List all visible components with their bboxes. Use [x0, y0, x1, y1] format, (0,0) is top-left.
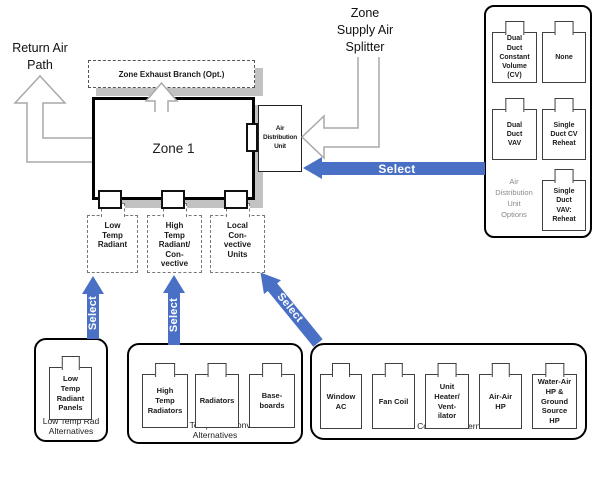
air-distribution-unit-label: Air Distribution Unit — [262, 125, 298, 150]
alt-low-temp-radiant-panels[interactable]: Low Temp Radiant Panels — [49, 367, 92, 420]
select-arrow-adu — [303, 157, 485, 179]
adu-options-palette: Dual Duct Constant Volume (CV) None Dual… — [484, 5, 592, 238]
select-arrow-local-conv-shape — [260, 272, 323, 347]
select-arrow-local-conv-label: Select — [274, 291, 305, 325]
alt-baseboards[interactable]: Base- boards — [249, 374, 295, 428]
group-low-temp-rad-alternatives: Low Temp Radiant Panels Low Temp Rad Alt… — [34, 338, 108, 442]
zone-1-box: Zone 1 — [92, 97, 255, 200]
group-local-conv-unit-alternatives: Window AC Fan Coil Unit Heater/ Vent- il… — [310, 343, 587, 440]
option-dual-duct-constant-volume-cv[interactable]: Dual Duct Constant Volume (CV) — [492, 32, 537, 83]
select-arrow-local-conv: Select — [260, 272, 323, 347]
adu-options-group-label: Air Distribution Unit Options — [495, 177, 533, 219]
alt-radiators[interactable]: Radiators — [195, 374, 239, 428]
return-air-path-label: Return Air Path — [12, 41, 68, 72]
option-none[interactable]: None — [542, 32, 586, 83]
slot-high-temp-radiant-convective: High Temp Radiant/ Con- vective — [147, 215, 202, 273]
zone-right-stud-adu — [246, 123, 258, 152]
select-arrow-high-temp — [163, 275, 185, 345]
select-arrow-adu-label: Select — [378, 162, 415, 176]
zone-exhaust-branch-label: Zone Exhaust Branch (Opt.) — [118, 69, 225, 79]
alt-air-air-hp[interactable]: Air-Air HP — [479, 374, 522, 429]
air-distribution-unit-box: Air Distribution Unit — [258, 105, 302, 172]
alt-fan-coil[interactable]: Fan Coil — [372, 374, 415, 429]
option-single-duct-vav-reheat[interactable]: Single Duct VAV: Reheat — [542, 180, 586, 231]
zone-supply-air-splitter-label: Zone Supply Air Splitter — [336, 6, 394, 54]
zone-1-label: Zone 1 — [152, 141, 195, 156]
caption-low-temp-rad-alternatives: Low Temp Rad Alternatives — [42, 415, 100, 437]
select-arrow-high-temp-label: Select — [168, 298, 180, 332]
slot-local-convective-units: Local Con- vective Units — [210, 215, 265, 273]
zone-bottom-stud-2 — [161, 190, 185, 209]
option-dual-duct-vav[interactable]: Dual Duct VAV — [492, 109, 537, 160]
supply-air-duct-arrow — [300, 57, 380, 160]
option-single-duct-cv-reheat[interactable]: Single Duct CV Reheat — [542, 109, 586, 160]
zone-exhaust-branch-box: Zone Exhaust Branch (Opt.) — [88, 60, 255, 88]
group-hi-temp-rad-conv-alternatives: High Temp Radiators Radiators Base- boar… — [127, 343, 303, 444]
alt-window-ac[interactable]: Window AC — [320, 374, 362, 429]
alt-unit-heater-ventilator[interactable]: Unit Heater/ Vent- ilator — [425, 374, 469, 429]
return-air-duct-arrow — [13, 74, 92, 163]
alt-high-temp-radiators[interactable]: High Temp Radiators — [142, 374, 188, 428]
zone-bottom-stud-1 — [98, 190, 122, 209]
zone-bottom-stud-3 — [224, 190, 248, 209]
alt-water-air-hp-ground-source-hp[interactable]: Water-Air HP & Ground Source HP — [532, 374, 577, 429]
select-arrow-low-temp-label: Select — [87, 296, 99, 330]
select-arrow-low-temp — [82, 276, 104, 339]
slot-low-temp-radiant: Low Temp Radiant — [87, 215, 138, 273]
